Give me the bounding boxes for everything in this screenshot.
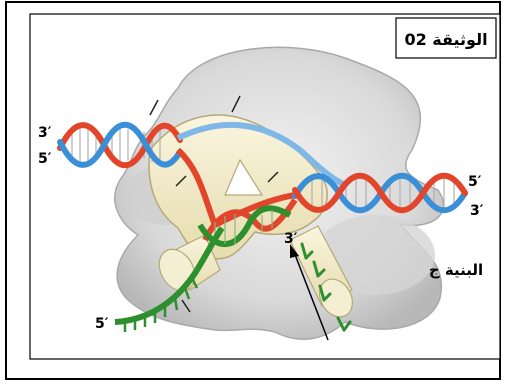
document-title: الوثيقة 02 — [404, 30, 487, 49]
label-rna-3prime: 3′ — [284, 231, 298, 247]
label-right-3prime: 3′ — [470, 203, 484, 219]
label-rna-5prime: 5′ — [95, 316, 109, 332]
label-right-5prime: 5′ — [468, 174, 482, 190]
label-left-5prime: 5′ — [38, 151, 52, 167]
label-left-3prime: 3′ — [38, 125, 52, 141]
structure-label: البنية ج — [429, 261, 483, 279]
